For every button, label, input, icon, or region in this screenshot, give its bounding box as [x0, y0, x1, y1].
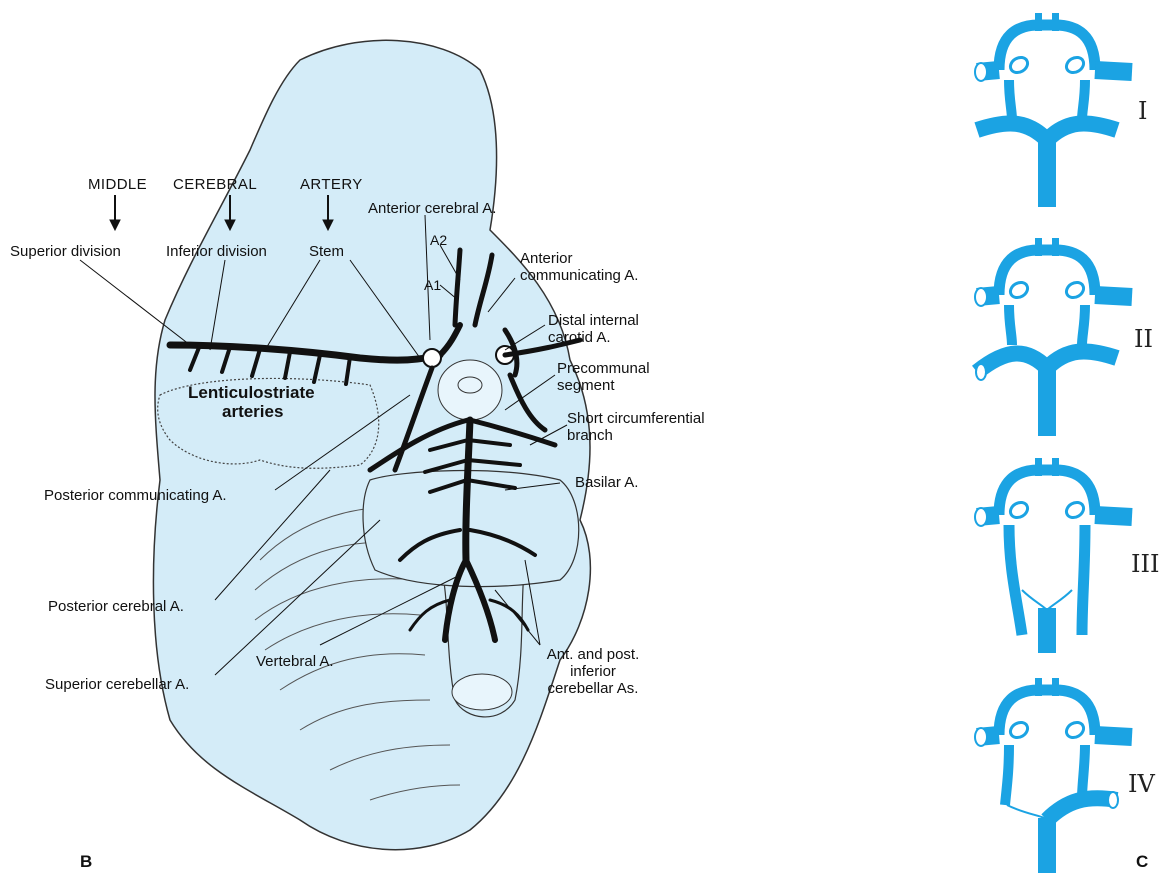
variant-iii-diagram — [975, 458, 1132, 653]
variant-i-diagram — [975, 13, 1132, 207]
panel-c-letter: C — [1136, 852, 1148, 872]
variant-label-iv: IV — [1128, 770, 1155, 798]
variant-label-iii: III — [1131, 550, 1159, 578]
variant-label-ii: II — [1134, 325, 1153, 353]
variant-ii-diagram — [975, 238, 1132, 436]
variant-iv-diagram — [975, 678, 1132, 873]
variant-label-i: I — [1138, 97, 1147, 125]
